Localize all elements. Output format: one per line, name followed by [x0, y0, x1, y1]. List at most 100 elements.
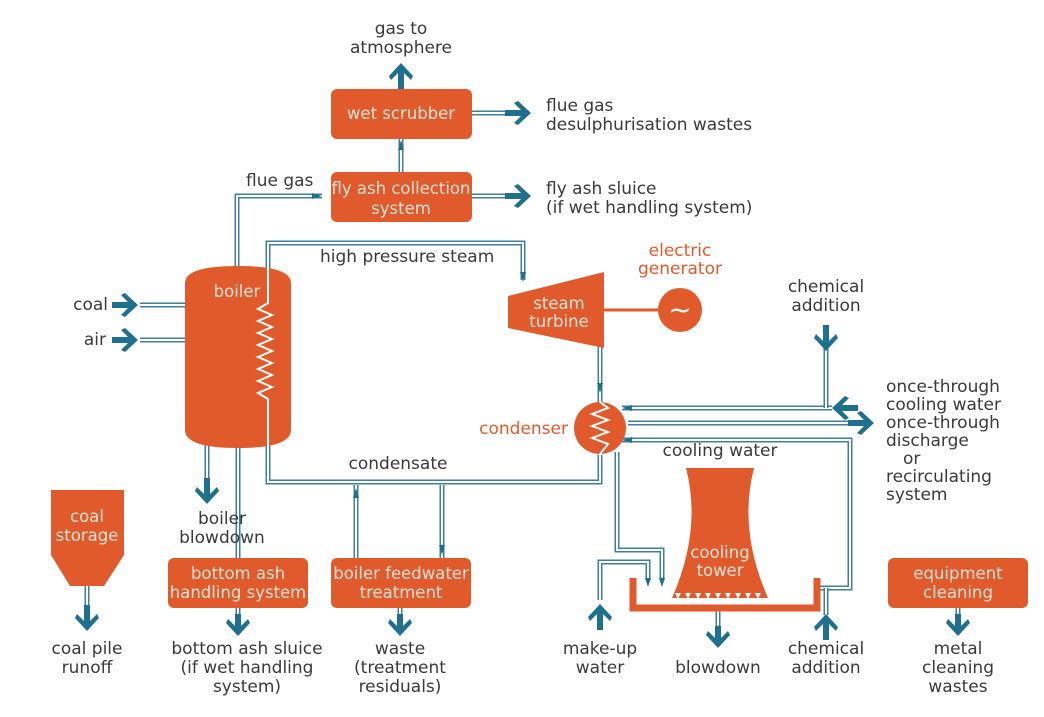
once-through-line4: discharge — [886, 431, 969, 451]
bottom-ash-sluice-line1: bottom ash sluice — [171, 639, 322, 659]
electric-generator-label-line2: generator — [638, 259, 722, 279]
bottom-ash-label-line1: bottom ash — [191, 564, 285, 583]
pipe-condensate — [265, 445, 603, 485]
bottom-ash-sluice-line2: (if wet handling — [181, 658, 314, 678]
coal-storage-label-line2: storage — [56, 526, 119, 545]
pipe-make-up-water — [597, 559, 651, 600]
fly-ash-label-line1: fly ash collection — [332, 179, 471, 198]
metal-cleaning-wastes-line3: wastes — [928, 677, 987, 697]
electric-generator-label-line1: electric — [649, 241, 712, 261]
treatment-waste-line2: (treatment — [354, 658, 446, 678]
fly-ash-sluice-line1: fly ash sluice — [546, 179, 657, 199]
flow-marker-feedwater-up — [353, 488, 359, 498]
arrow-right-icon — [505, 101, 531, 125]
fly-ash-sluice-line2: (if wet handling system) — [546, 198, 752, 218]
gas-to-atmosphere-line1: gas to — [375, 19, 428, 39]
chemical-addition-bottom-line1: chemical — [788, 639, 864, 659]
flue-gas-label: flue gas — [246, 171, 314, 191]
pipes — [84, 110, 961, 630]
cooling-tower: cooling tower — [672, 468, 768, 599]
condenser-label: condenser — [479, 419, 568, 439]
turbine-label-line2: turbine — [529, 312, 588, 331]
gas-to-atmosphere-line2: atmosphere — [350, 38, 452, 58]
wet-scrubber: wet scrubber — [331, 89, 472, 139]
flow-marker-tower-in-2 — [659, 578, 665, 587]
chemical-addition-top-line2: addition — [791, 296, 860, 316]
chemical-addition-top-line1: chemical — [788, 277, 864, 297]
boiler-blowdown-line2: blowdown — [179, 528, 265, 548]
once-through-line6: recirculating — [886, 467, 992, 487]
flow-marker-condenser-in — [597, 383, 603, 393]
treatment-waste-line3: residuals) — [359, 677, 442, 697]
metal-cleaning-wastes-line1: metal — [934, 639, 983, 659]
pipe-flue-gas — [234, 193, 322, 272]
flow-labels: gas to atmosphere flue gas desulphurisat… — [52, 19, 1002, 697]
arrow-right-icon — [848, 411, 874, 435]
make-up-water-line2: water — [576, 658, 624, 678]
bottom-ash-handling-system: bottom ash handling system — [168, 558, 308, 608]
once-through-line1: once-through — [886, 377, 1000, 397]
cooling-tower-label-line1: cooling — [690, 543, 749, 562]
condenser-coil — [589, 401, 611, 455]
boiler-coil — [255, 243, 275, 448]
boiler-label: boiler — [214, 282, 261, 301]
flow-marker-feedwater-down — [439, 545, 445, 555]
equipment-cleaning-label-line1: equipment — [913, 564, 1003, 583]
electric-generator: ~ — [658, 288, 702, 332]
arrow-down-icon — [195, 478, 219, 504]
arrow-up-icon — [814, 614, 838, 640]
boiler-blowdown-line1: boiler — [198, 509, 246, 529]
generator-symbol: ~ — [668, 293, 691, 326]
condenser — [574, 401, 626, 455]
once-through-line3: once-through — [886, 413, 1000, 433]
coal-pile-runoff-line2: runoff — [62, 658, 114, 678]
coal-storage-label-line1: coal — [70, 507, 104, 526]
arrow-down-icon — [75, 605, 99, 631]
treatment-waste-line1: waste — [375, 639, 425, 659]
pipe-high-pressure-steam — [265, 240, 526, 405]
flow-marker-steam — [520, 272, 526, 282]
arrow-left-icon — [832, 396, 858, 420]
steam-turbine: steam turbine — [508, 272, 604, 348]
cooling-tower-basin — [629, 578, 821, 612]
arrow-down-icon — [388, 614, 412, 636]
metal-cleaning-wastes-line2: cleaning — [922, 658, 994, 678]
feedwater-label-line2: treatment — [360, 583, 443, 602]
arrow-up-icon — [389, 63, 413, 89]
condensate-label: condensate — [349, 454, 448, 474]
fly-ash-label-line2: system — [371, 199, 431, 218]
high-pressure-steam-label: high pressure steam — [320, 247, 494, 267]
flow-marker-flue-gas — [312, 193, 322, 199]
flow-marker-tower-in-1 — [645, 578, 651, 587]
equipment-cleaning-label-line2: cleaning — [923, 583, 993, 602]
equipment-cleaning: equipment cleaning — [888, 558, 1028, 608]
arrow-right-icon — [112, 293, 138, 317]
coal-label: coal — [73, 295, 108, 315]
cooling-tower-spray-nozzles — [675, 593, 761, 599]
air-label: air — [84, 330, 106, 350]
once-through-line7: system — [886, 485, 947, 505]
coal-storage: coal storage — [51, 490, 124, 586]
cooling-tower-label-line2: tower — [697, 561, 744, 580]
pipe-cooling-water-return — [622, 437, 853, 591]
coal-pile-runoff-line1: coal pile — [52, 639, 123, 659]
boiler: boiler — [185, 243, 291, 448]
chemical-addition-bottom-line2: addition — [791, 658, 860, 678]
make-up-water-line1: make-up — [563, 639, 637, 659]
bottom-ash-sluice-line3: system) — [213, 677, 281, 697]
arrow-down-icon — [814, 325, 838, 351]
arrow-right-icon — [505, 184, 531, 208]
feedwater-label-line1: boiler feedwater — [333, 564, 469, 583]
fgd-wastes-line1: flue gas — [546, 96, 614, 116]
blowdown-label: blowdown — [675, 658, 761, 678]
fgd-wastes-line2: desulphurisation wastes — [546, 115, 752, 135]
bottom-ash-label-line2: handling system — [170, 583, 307, 602]
arrow-right-icon — [112, 328, 138, 352]
boiler-feedwater-treatment: boiler feedwater treatment — [331, 558, 471, 608]
flow-marker-cooling-return — [622, 437, 632, 443]
fly-ash-collection-system: fly ash collection system — [331, 172, 472, 222]
turbine-label-line1: steam — [533, 294, 584, 313]
flow-arrows — [75, 63, 970, 648]
arrow-down-icon — [706, 626, 730, 648]
